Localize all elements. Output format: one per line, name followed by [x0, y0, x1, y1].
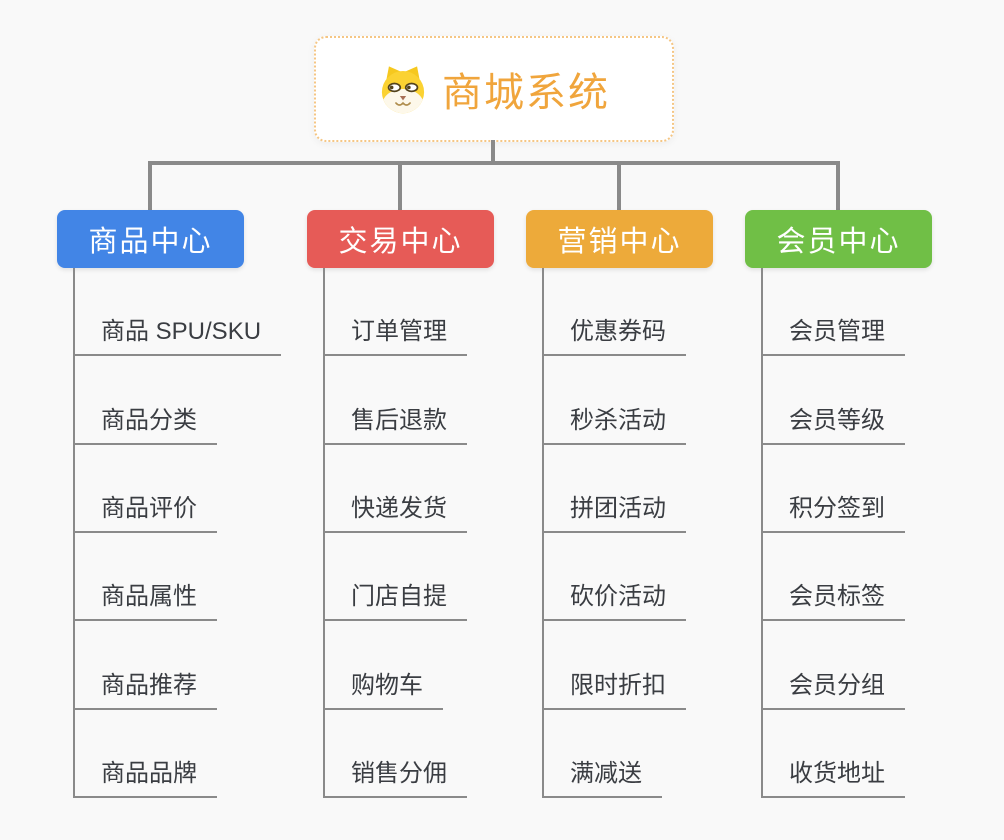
branch-trunk-line — [73, 268, 75, 798]
topic-item[interactable]: 商品评价 — [73, 445, 217, 533]
connector-drop-trade — [398, 163, 402, 210]
topic-item[interactable]: 会员管理 — [761, 268, 905, 357]
topic-item[interactable]: 积分签到 — [761, 445, 905, 533]
topic-item[interactable]: 拼团活动 — [542, 445, 686, 533]
branch-node-marketing-center[interactable]: 营销中心 — [526, 210, 713, 268]
topic-item[interactable]: 商品属性 — [73, 533, 217, 622]
branch-node-member-center[interactable]: 会员中心 — [745, 210, 932, 268]
connector-drop-marketing — [617, 163, 621, 210]
topic-item[interactable]: 销售分佣 — [323, 710, 467, 798]
branch-node-trade-center[interactable]: 交易中心 — [307, 210, 494, 268]
topic-item[interactable]: 砍价活动 — [542, 533, 686, 622]
topic-item[interactable]: 会员标签 — [761, 533, 905, 622]
topic-item[interactable]: 商品推荐 — [73, 621, 217, 710]
branch-node-product-center[interactable]: 商品中心 — [57, 210, 244, 268]
topic-item[interactable]: 限时折扣 — [542, 621, 686, 710]
topic-item[interactable]: 优惠券码 — [542, 268, 686, 357]
topic-item[interactable]: 门店自提 — [323, 533, 467, 622]
topic-item[interactable]: 会员分组 — [761, 621, 905, 710]
connector-drop-member — [836, 163, 840, 210]
branch-trunk-line — [323, 268, 325, 798]
root-title: 商城系统 — [442, 71, 610, 115]
topic-item[interactable]: 商品品牌 — [73, 710, 217, 798]
connector-drop-product — [148, 163, 152, 210]
branch-trunk-line — [542, 268, 544, 798]
topic-item[interactable]: 满减送 — [542, 710, 662, 798]
topic-item[interactable]: 购物车 — [323, 621, 443, 710]
topic-item[interactable]: 售后退款 — [323, 356, 467, 445]
connector-root-vertical — [491, 140, 495, 163]
topic-column-marketing: 优惠券码 秒杀活动 拼团活动 砍价活动 限时折扣 满减送 — [542, 268, 686, 798]
branch-trunk-line — [761, 268, 763, 798]
dog-face-icon — [381, 66, 425, 114]
topic-column-product: 商品 SPU/SKU 商品分类 商品评价 商品属性 商品推荐 商品品牌 — [73, 268, 282, 798]
topic-item[interactable]: 秒杀活动 — [542, 356, 686, 445]
root-node-mall-system[interactable]: 商城系统 — [314, 36, 674, 142]
topic-column-member: 会员管理 会员等级 积分签到 会员标签 会员分组 收货地址 — [761, 268, 905, 798]
topic-column-trade: 订单管理 售后退款 快递发货 门店自提 购物车 销售分佣 — [323, 268, 467, 798]
topic-item[interactable]: 商品 SPU/SKU — [73, 268, 282, 357]
connector-horizontal-bus — [148, 161, 840, 165]
topic-item[interactable]: 商品分类 — [73, 356, 217, 445]
topic-item[interactable]: 收货地址 — [761, 710, 905, 798]
topic-item[interactable]: 会员等级 — [761, 356, 905, 445]
topic-item[interactable]: 快递发货 — [323, 445, 467, 533]
topic-item[interactable]: 订单管理 — [323, 268, 467, 357]
